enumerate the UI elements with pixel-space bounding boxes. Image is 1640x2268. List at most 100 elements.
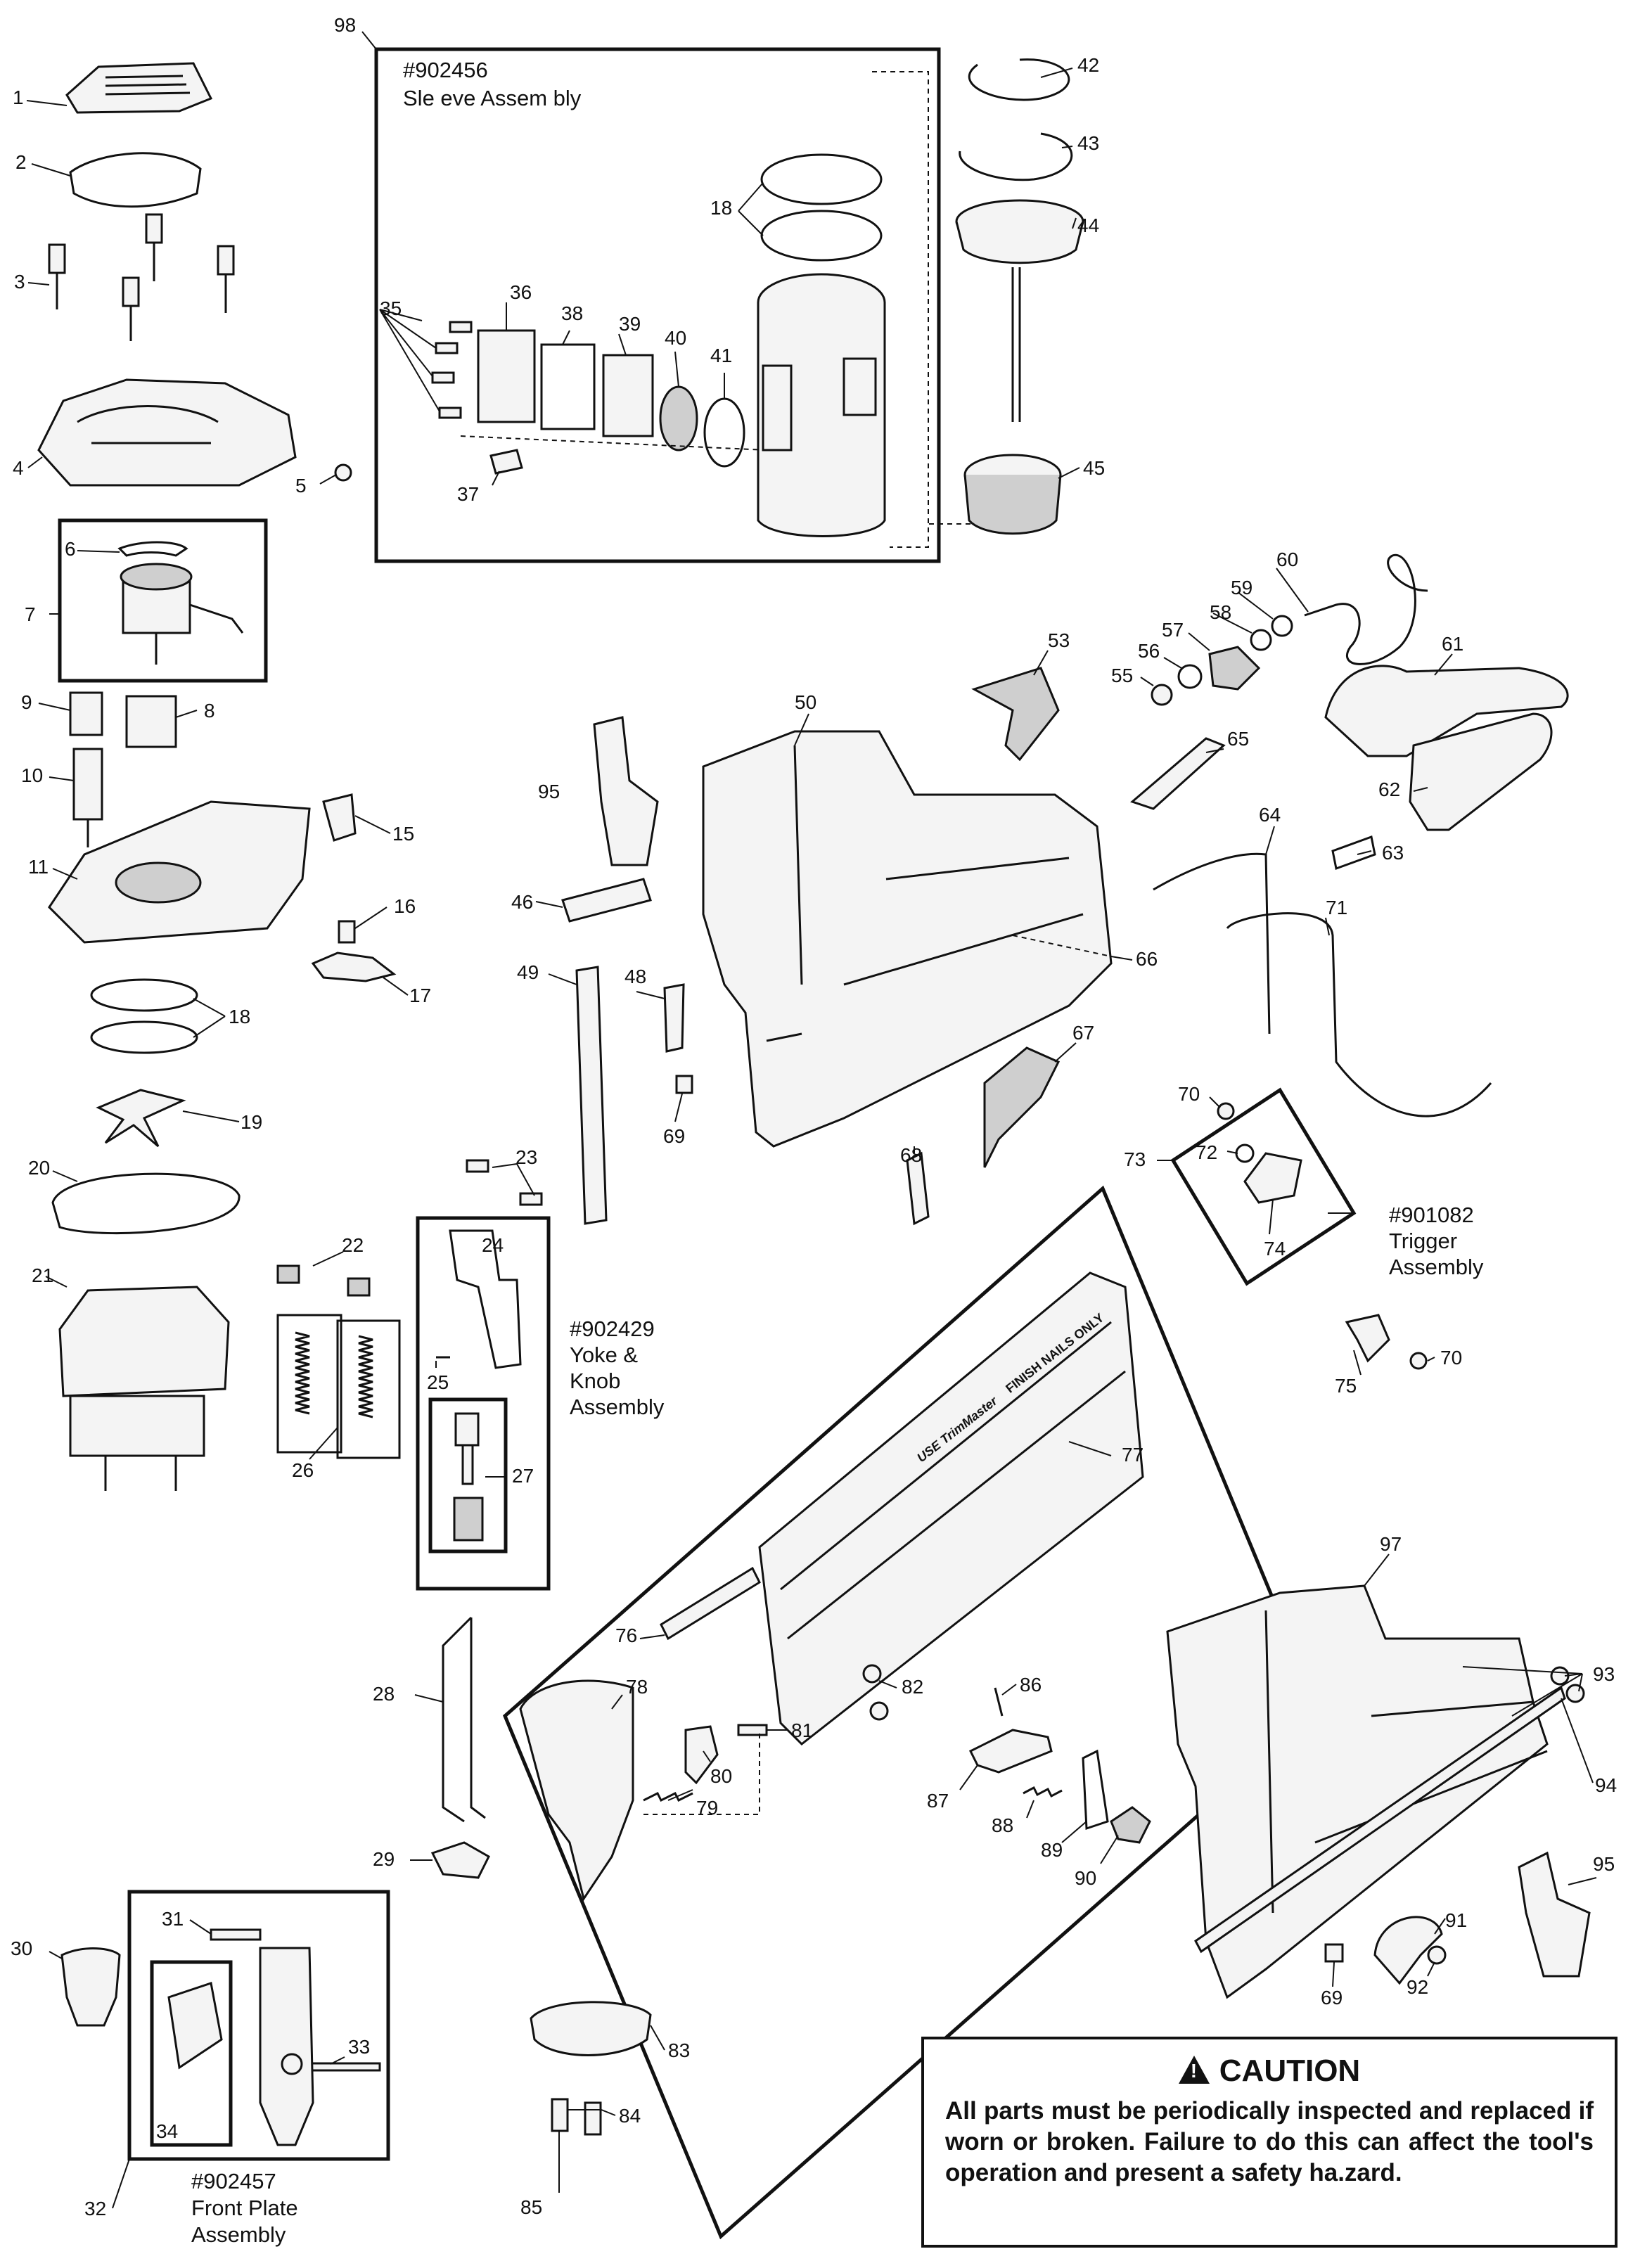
callout-66: 66 (1136, 948, 1158, 970)
callout-44: 44 (1077, 214, 1099, 236)
part-48-tab (663, 983, 685, 1053)
callout-18-sleeve: 18 (710, 197, 732, 219)
part-81-screw (737, 1724, 768, 1736)
part-75-clip (1345, 1314, 1390, 1363)
part-22-block-left (276, 1264, 300, 1284)
part-79-spring (643, 1791, 693, 1802)
callout-62: 62 (1378, 779, 1400, 800)
part-63-spring-clip (1331, 835, 1376, 871)
warning-triangle-icon (1178, 2056, 1210, 2084)
part-22-block-right (347, 1277, 371, 1297)
callout-61: 61 (1442, 633, 1463, 655)
sleeve-assembly-label: #902456 Sle eve Assem bly (403, 58, 582, 110)
part-49-rail (575, 966, 608, 1225)
callout-97: 97 (1380, 1533, 1402, 1555)
callout-60: 60 (1276, 549, 1298, 570)
part-86-pin (994, 1687, 1004, 1717)
front-plate-assembly-number: #902457 (191, 2169, 276, 2193)
leader-lines (26, 31, 1597, 2209)
part-72-spring (1235, 1143, 1255, 1163)
part-91-cover (1373, 1916, 1443, 1985)
callout-89: 89 (1041, 1839, 1063, 1861)
part-1-top-cap (65, 62, 213, 114)
part-30-guard (60, 1947, 121, 2027)
part-69-screw-lower (1324, 1943, 1344, 1963)
part-34-spring-plate (167, 1982, 223, 2070)
callout-84: 84 (619, 2105, 641, 2127)
callout-6: 6 (65, 538, 76, 560)
callout-59: 59 (1231, 577, 1253, 598)
callout-55: 55 (1111, 665, 1133, 686)
part-8-sleeve (125, 695, 177, 748)
caution-notice: CAUTION All parts must be periodically i… (921, 2037, 1617, 2248)
callout-20: 20 (28, 1157, 50, 1179)
part-77-magazine (758, 1271, 1144, 1746)
part-64-wiring (1153, 852, 1271, 1034)
part-56-seal (1177, 664, 1203, 689)
callout-39: 39 (619, 313, 641, 335)
callout-41: 41 (710, 345, 732, 366)
callout-74: 74 (1264, 1238, 1286, 1260)
part-18-oring-upper (90, 1020, 198, 1054)
part-57-fitting (1208, 646, 1261, 691)
part-24-yoke (449, 1229, 522, 1369)
trigger-assembly-label: #901082 Trigger Assembly (1389, 1203, 1484, 1279)
callout-95-lower: 95 (1593, 1853, 1615, 1875)
part-15-clip (322, 793, 357, 842)
part-7-motor (120, 563, 244, 665)
callout-68: 68 (900, 1144, 922, 1166)
part-28-rod (442, 1616, 486, 1823)
part-18-sleeve-ring-a (760, 153, 883, 205)
callout-21: 21 (32, 1264, 53, 1286)
part-20-gasket (51, 1172, 241, 1235)
callout-45: 45 (1083, 457, 1105, 479)
callout-7: 7 (25, 603, 36, 625)
callout-19: 19 (241, 1111, 262, 1133)
callout-90: 90 (1075, 1867, 1096, 1889)
callout-85: 85 (520, 2196, 542, 2218)
yoke-assembly-name-3: Assembly (570, 1395, 665, 1419)
callout-49: 49 (517, 961, 539, 983)
front-plate-sub-frame (150, 1960, 233, 2147)
callout-34: 34 (156, 2120, 178, 2142)
part-95-shield-upper (593, 716, 659, 866)
callout-70-upper: 70 (1178, 1083, 1200, 1105)
callout-50: 50 (795, 691, 816, 713)
callout-92: 92 (1407, 1976, 1428, 1998)
part-61-grip (1324, 665, 1569, 757)
part-60-wire-hook (1304, 553, 1428, 665)
callout-33: 33 (348, 2036, 370, 2058)
part-17-bracket (311, 952, 397, 982)
callout-69-upper: 69 (663, 1125, 685, 1147)
yoke-assembly-frame (416, 1216, 551, 1591)
callout-95-upper: 95 (538, 781, 560, 802)
part-10-valve (72, 748, 103, 847)
callout-58: 58 (1210, 601, 1231, 623)
callout-43: 43 (1077, 132, 1099, 154)
part-27-knob (453, 1412, 484, 1542)
caution-body: All parts must be periodically inspected… (945, 2097, 1594, 2186)
callout-11: 11 (28, 856, 49, 878)
part-33-pin (308, 2062, 381, 2072)
part-87-bracket (968, 1729, 1053, 1774)
part-50-main-housing (702, 730, 1113, 1148)
callout-80: 80 (710, 1765, 732, 1787)
part-39-plate (602, 354, 654, 437)
part-45-bumper (963, 454, 1062, 535)
callout-22: 22 (342, 1234, 364, 1256)
callout-42: 42 (1077, 54, 1099, 76)
part-76-pusher (660, 1566, 761, 1641)
yoke-assembly-label: #902429 Yoke & Knob Assembly (570, 1316, 665, 1419)
part-36-plate (477, 329, 536, 423)
part-16-screw (338, 920, 356, 944)
part-26-springs (276, 1314, 401, 1459)
part-42-retaining-ring (968, 58, 1070, 101)
front-plate-assembly-frame (127, 1890, 390, 2161)
part-11-head (48, 800, 311, 944)
callout-46: 46 (511, 891, 533, 913)
callout-57: 57 (1162, 619, 1184, 641)
part-23-screw-b (519, 1192, 543, 1206)
callout-71: 71 (1326, 897, 1347, 918)
knob-subassembly-frame (428, 1397, 508, 1553)
part-71-wiring (1226, 912, 1492, 1117)
